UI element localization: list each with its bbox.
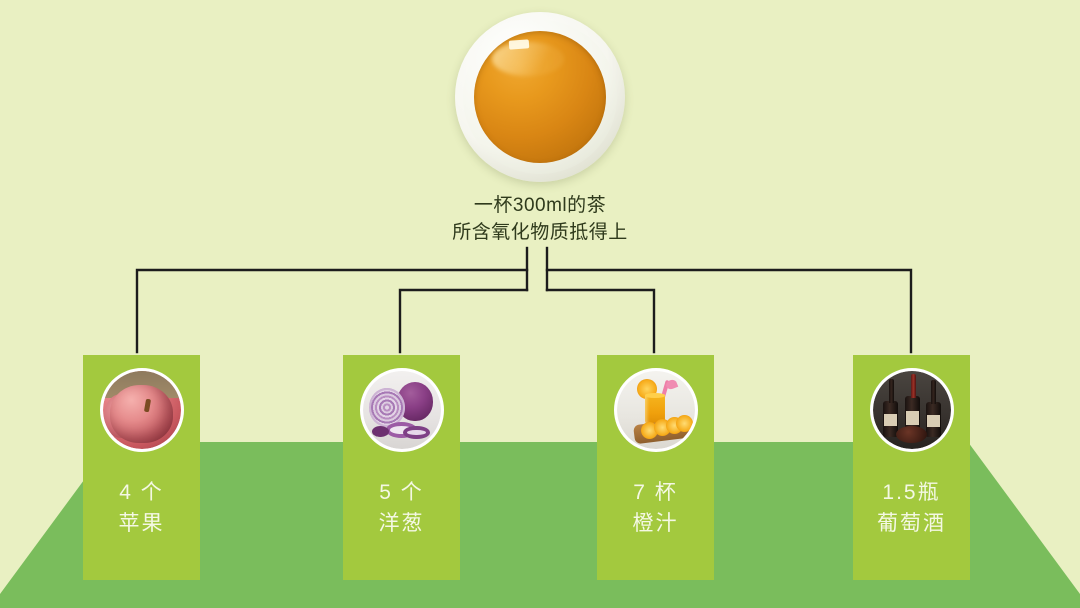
item-card-onion[interactable]: 5 个 洋葱 [343,355,460,580]
item-label-onion: 5 个 洋葱 [343,477,460,539]
onion-slice [371,425,390,437]
connector-wine [545,268,913,354]
wine-bottle-label [926,415,940,427]
tea-cup-top-view-icon [455,12,625,182]
item-card-orange-juice[interactable]: 7 杯 橙汁 [597,355,714,580]
wine-bottle-3 [925,380,941,437]
apple-artwork [102,371,181,449]
wine-bottles-photo-icon [869,368,954,452]
onion-half-rings [368,388,405,428]
apple-body [110,385,173,443]
connector-juice [545,288,656,354]
item-quantity: 1.5瓶 [882,481,941,504]
oj-glass [644,394,665,426]
orange-juice-photo-icon [613,368,698,452]
wine-bottle-label [906,411,920,426]
onion-artwork [362,371,441,449]
wine-bottle-label [884,414,898,427]
connector-onion [398,288,529,354]
hero-caption: 一杯300ml的茶 所含氧化物质抵得上 [0,192,1080,246]
tea-highlight-glint [508,39,530,50]
item-quantity: 5 个 [379,481,424,504]
oj-slice-4 [675,414,693,432]
ground-platform [0,442,1080,608]
oj-juice-surface [644,392,665,398]
wine-bottle-1 [883,378,899,437]
ground-polygon [0,442,1080,608]
caption-line-1: 一杯300ml的茶 [473,195,607,216]
wine-grapes [895,425,928,443]
item-label-apple: 4 个 苹果 [83,477,200,539]
item-card-apple[interactable]: 4 个 苹果 [83,355,200,580]
item-label-wine: 1.5瓶 葡萄酒 [853,477,970,539]
tea-liquid [474,31,606,163]
item-name: 葡萄酒 [877,512,946,535]
onion-ring-2 [403,425,430,439]
caption-line-2: 所含氧化物质抵得上 [452,222,628,243]
orange-juice-artwork [616,371,695,449]
item-label-orange-juice: 7 杯 橙汁 [597,477,714,539]
item-card-wine[interactable]: 1.5瓶 葡萄酒 [853,355,970,580]
wine-artwork [872,371,951,449]
connector-apple [135,268,529,354]
item-quantity: 7 杯 [633,481,678,504]
item-name: 橙汁 [632,512,679,535]
item-name: 洋葱 [378,512,425,535]
apple-photo-icon [99,368,184,452]
item-name: 苹果 [118,512,165,535]
item-quantity: 4 个 [119,481,164,504]
onion-photo-icon [359,368,444,452]
